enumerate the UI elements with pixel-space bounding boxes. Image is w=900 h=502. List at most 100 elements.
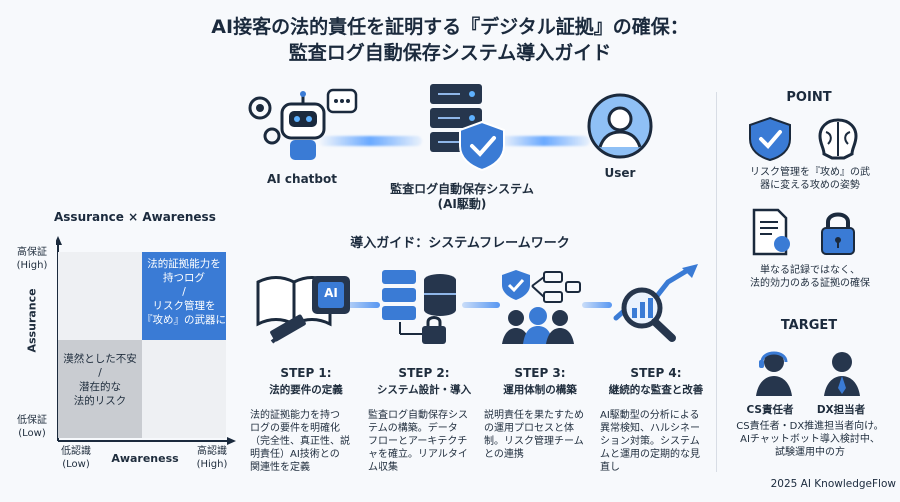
quadrant-high-line: 法的証拠能力を	[147, 258, 221, 270]
user-label: User	[604, 166, 636, 180]
step-1: STEP 1: 法的要件の定義 法的証拠能力を持つ ログの要件を明確化 （完全性…	[250, 366, 362, 474]
target-icons	[742, 344, 882, 398]
target-role-1: CS責任者	[746, 404, 794, 416]
step-number: STEP 4:	[630, 366, 682, 380]
certificate-lock-icon	[752, 208, 855, 256]
flow-arrow-1	[340, 302, 380, 308]
step-desc: 監査ログ自動保存シス テムの構築。データ フローとアーキテクチ ャを確立。リアル…	[368, 409, 480, 474]
x-high-label: 高認識	[197, 446, 227, 457]
server-lock-icon	[378, 266, 464, 346]
quadrant-empty-br	[142, 340, 226, 438]
point-item-2: 単なる記録ではなく、 法的効力のある証拠の確保	[724, 264, 896, 290]
y-high-label: 高保証	[17, 247, 47, 258]
step-4: STEP 4: 継続的な監査と改善 AI駆動型の分析による 異常検知、ハルシネー…	[600, 366, 712, 474]
x-low-en: (Low)	[62, 459, 90, 470]
step-desc-line: 説明責任を果たすため	[484, 410, 584, 421]
target-desc: CS責任者・DX推進担当者向け。 AIチャットボット導入検討中、 試験運用中の方	[722, 420, 898, 459]
step-desc-line: ション対策。システム	[600, 436, 700, 447]
target-role-2: DX担当者	[816, 404, 866, 416]
page-title: AI接客の法的責任を証明する『デジタル証拠』の確保：	[211, 16, 689, 38]
point-title: POINT	[786, 90, 832, 105]
flow-arrow-3	[582, 302, 612, 308]
target-desc-line: CS責任者・DX推進担当者向け。	[736, 421, 884, 432]
step-desc: AI駆動型の分析による 異常検知、ハルシネー ション対策。システム ムと運用の定…	[600, 409, 712, 474]
step-desc-line: との連携	[484, 449, 524, 460]
quadrant-low-line: 潜在的な	[79, 381, 121, 393]
step-desc-line: ムと運用の定期的な見	[600, 449, 700, 460]
y-low-en: (Low)	[18, 428, 46, 439]
step-desc: 説明責任を果たすため の運用プロセスと体 制。リスク管理チーム との連携	[484, 409, 596, 461]
quadrant-high: 法的証拠能力を 持つログ / リスク管理を 『攻め』の武器に	[142, 252, 226, 340]
step-desc-line: 関連性を定義	[250, 462, 310, 473]
point-item-1: リスク管理を『攻め』の武 器に変える攻めの姿勢	[724, 166, 896, 192]
step-name: 法的要件の定義	[269, 384, 343, 396]
persona-icons	[756, 351, 860, 396]
point-icons-row-1	[740, 114, 880, 162]
data-beam-left	[318, 136, 422, 146]
x-axis-label: Awareness	[111, 452, 179, 465]
point-item-line: 器に変える攻めの姿勢	[760, 180, 860, 191]
target-desc-line: 試験運用中の方	[775, 447, 845, 458]
quadrant-high-line: 『攻め』の武器に	[142, 314, 226, 326]
quadrant-empty-tl	[58, 252, 142, 340]
step-desc-line: フローとアーキテクチ	[368, 436, 468, 447]
quadrant-low-text: 漠然とした不安 / 潜在的な 法的リスク	[58, 340, 142, 408]
step-number: STEP 1:	[280, 366, 332, 380]
y-low-label: 低保証	[17, 415, 47, 426]
point-item-line: 単なる記録ではなく、	[760, 265, 860, 276]
step-name: 運用体制の構築	[503, 384, 577, 396]
step-3: STEP 3: 運用体制の構築 説明責任を果たすため の運用プロセスと体 制。リ…	[484, 366, 596, 461]
column-divider	[716, 92, 717, 472]
step-desc-line: ム収集	[368, 462, 398, 473]
y-axis-label-wrap: Assurance	[14, 288, 50, 353]
user-icon	[586, 92, 654, 160]
server-shield-icon	[412, 78, 512, 174]
footer-credit: 2025 AI KnowledgeFlow	[770, 478, 896, 490]
flow-arrow-2	[462, 302, 500, 308]
step-desc-line: ログの要件を明確化	[250, 423, 340, 434]
shield-check-icon	[749, 116, 858, 162]
step-desc: 法的証拠能力を持つ ログの要件を明確化 （完全性、真正性、説 明責任）AI技術と…	[250, 409, 362, 474]
step-number: STEP 3:	[514, 366, 566, 380]
quadrant-high-line: リスク管理を	[152, 300, 216, 312]
quadrant-low: 漠然とした不安 / 潜在的な 法的リスク	[58, 340, 142, 438]
step-desc-line: 制。リスク管理チーム	[484, 436, 584, 447]
team-workflow-icon	[496, 266, 582, 346]
quadrant-low-line: /	[98, 367, 102, 379]
data-beam-right	[498, 136, 590, 146]
step-desc-line: ャを確立。リアルタイ	[368, 449, 468, 460]
point-icons-row-2	[740, 208, 880, 258]
guide-title: 導入ガイド：システムフレームワーク	[350, 236, 570, 251]
ai-chip-label: AI	[324, 286, 338, 300]
quadrant-low-line: 法的リスク	[73, 395, 127, 407]
chatbot-icon	[242, 86, 362, 166]
step-desc-line: 直し	[600, 462, 620, 473]
chatbot-label: AI chatbot	[267, 172, 337, 186]
step-desc-line: （完全性、真正性、説	[250, 436, 350, 447]
x-high-en: (High)	[196, 459, 228, 470]
step-2: STEP 2: システム設計・導入 監査ログ自動保存シス テムの構築。データ フ…	[368, 366, 480, 474]
analytics-magnifier-icon	[612, 262, 702, 344]
system-label-sub: (AI駆動)	[437, 197, 487, 211]
step-desc-line: AI駆動型の分析による	[600, 410, 700, 421]
target-title: TARGET	[780, 318, 838, 333]
law-book-icon	[252, 264, 356, 344]
y-high-en: (High)	[16, 260, 48, 271]
x-low-label: 低認識	[61, 446, 91, 457]
step-desc-line: テムの構築。データ	[368, 423, 458, 434]
step-desc-line: 異常検知、ハルシネー	[600, 423, 700, 434]
system-label: 監査ログ自動保存システム	[390, 182, 534, 196]
point-item-line: リスク管理を『攻め』の武	[750, 167, 870, 178]
quadrant-high-line: 持つログ	[163, 272, 205, 284]
quadrant-low-line: 漠然とした不安	[63, 353, 137, 365]
matrix-title: Assurance × Awareness	[54, 210, 216, 224]
point-item-line: 法的効力のある証拠の確保	[750, 278, 870, 289]
quadrant-high-line: /	[182, 286, 186, 298]
y-axis-label: Assurance	[25, 288, 39, 353]
page-subtitle: 監査ログ自動保存システム導入ガイド	[288, 42, 612, 64]
step-name: 継続的な監査と改善	[608, 384, 704, 396]
step-desc-line: 監査ログ自動保存シス	[368, 410, 468, 421]
step-name: システム設計・導入	[376, 384, 472, 396]
target-desc-line: AIチャットボット導入検討中、	[740, 434, 880, 445]
step-desc-line: 明責任）AI技術との	[250, 449, 340, 460]
